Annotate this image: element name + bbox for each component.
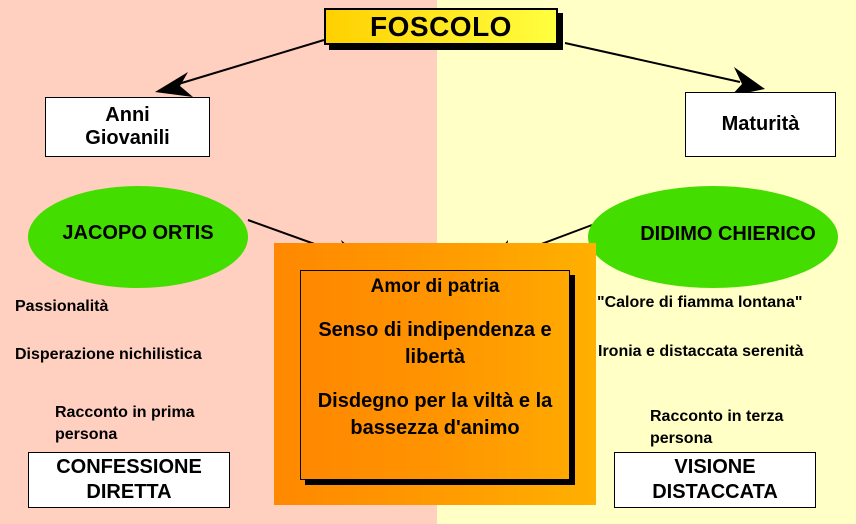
result-label-right: VISIONE DISTACCATA [652,456,778,503]
right-trait-1: "Calore di fiamma lontana" [597,294,803,311]
period-box-right: Maturità [685,92,836,157]
common-value-2: Senso di indipendenza e libertà [318,319,552,368]
common-values-box: Amor di patria Senso di indipendenza e l… [300,270,570,480]
result-box-right: VISIONE DISTACCATA [614,452,816,508]
left-trait-1: Passionalità [15,298,109,315]
left-trait-2: Disperazione nichilistica [15,346,202,363]
common-value-3: Disdegno per la viltà e la bassezza d'an… [317,390,553,439]
persona-label-right: DIDIMO CHIERICO [640,222,816,245]
title-box: FOSCOLO [324,8,558,45]
right-trait-2: Ironia e distaccata serenità [598,343,804,360]
result-label-left: CONFESSIONE DIRETTA [56,456,202,503]
arrow-title-to-anni [155,39,325,97]
period-box-left: Anni Giovanili [45,97,210,157]
period-label-right: Maturità [721,113,800,135]
result-box-left: CONFESSIONE DIRETTA [28,452,230,508]
common-value-1: Amor di patria [370,276,500,297]
arrow-title-to-maturita [564,42,765,96]
right-narration: Racconto in terza persona [650,408,784,447]
persona-ellipse-right: DIDIMO CHIERICO [588,186,838,288]
period-label-left: Anni Giovanili [85,104,170,149]
persona-ellipse-left: JACOPO ORTIS [28,186,248,288]
persona-label-left: JACOPO ORTIS [62,221,214,244]
left-narration: Racconto in prima persona [55,404,195,443]
